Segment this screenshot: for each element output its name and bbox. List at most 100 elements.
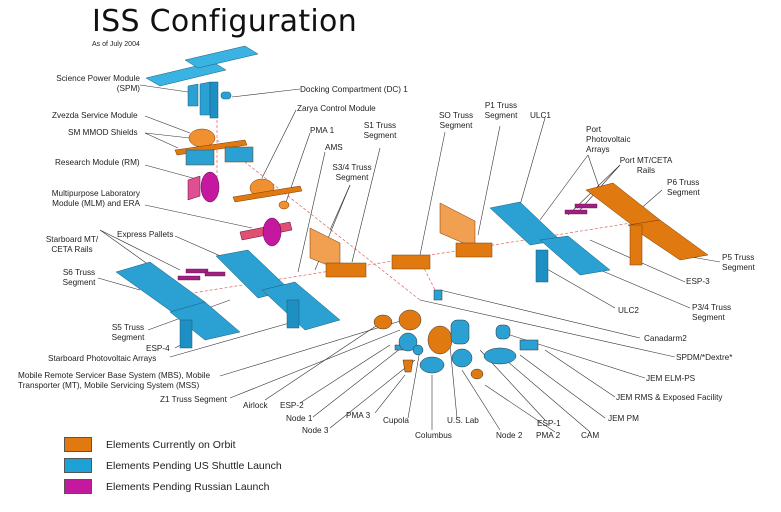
label-spm-line2: (SPM) [116,84,140,93]
cupola-shape [402,359,414,373]
leader-rm [144,164,201,181]
label-p34: P3/4 Truss Segment [692,303,731,323]
so-truss [391,254,431,270]
label-port-mt-ceta: Port MT/CETA Rails [616,156,676,176]
label-ppa-line1: Port [586,125,602,134]
label-pmt-line2: Rails [636,166,656,175]
leader-esp2 [299,344,391,404]
label-s34-line2: Segment [335,173,369,182]
leader-spa [169,319,301,358]
label-zvezda: Zvezda Service Module [52,111,138,120]
label-pma3: PMA 3 [346,411,371,420]
label-pma1: PMA 1 [310,126,335,135]
legend-item-on-orbit: Elements Currently on Orbit [64,434,282,455]
label-p6: P6 Truss Segment [667,178,700,198]
columbus-shape [419,356,445,374]
label-p1-line2: Segment [484,111,518,120]
label-ppa-line3: Arrays [586,145,610,154]
label-esp4: ESP-4 [146,344,170,353]
pma3-shape [412,344,424,356]
legend-swatch-pending-us [64,458,92,473]
label-dc1: Docking Compartment (DC) 1 [300,85,408,94]
leader-pma2 [484,384,556,433]
spm-module [145,45,259,119]
label-so-line1: SO Truss [438,111,474,120]
node3-shape [398,332,418,352]
label-node3: Node 3 [302,426,329,435]
leader-z1 [229,329,401,399]
uslab-shape [427,325,453,355]
label-p1: P1 Truss Segment [483,101,519,121]
leader-ulc2 [539,264,616,309]
label-spm: Science Power Module (SPM) [52,74,140,94]
cam-shape [450,319,470,345]
leader-dc1 [231,88,301,98]
p1-truss [439,202,493,258]
zarya-module [232,178,303,210]
label-port-pv-arrays: Port Photovoltaic Arrays [586,125,631,155]
label-s6: S6 Truss Segment [60,268,98,288]
label-mss-line1: Mobile Remote Servicer Base System (MBS)… [18,371,211,380]
label-smt-line2: CETA Rails [51,245,93,254]
label-s5-line2: Segment [111,333,145,342]
label-s6-line2: Segment [62,278,96,287]
label-canadarm2: Canadarm2 [644,334,687,343]
mt-ceta-rails [177,203,598,281]
label-node2: Node 2 [496,431,523,440]
label-columbus: Columbus [415,431,452,440]
leader-ppa-a [539,154,589,221]
leader-mmod-a [144,132,191,139]
label-starboard-pv-arrays: Starboard Photovoltaic Arrays [48,354,157,363]
node1-shape [398,309,422,331]
label-jem-pm: JEM PM [608,414,639,423]
leader-canadarm2 [439,289,641,339]
label-mlm-line2: Module (MLM) and ERA [52,199,140,208]
label-ams: AMS [325,143,343,152]
leader-pma3 [374,374,406,414]
leader-mmod-b [144,132,179,149]
label-s34-line1: S3/4 Truss [332,163,372,172]
label-mss: Mobile Remote Servicer Base System (MBS)… [18,371,210,391]
label-p6-line2: Segment [667,188,700,197]
label-s34: S3/4 Truss Segment [329,163,375,183]
leader-cupola [407,349,421,419]
label-p34-line2: Segment [692,313,725,322]
legend-label-pending-us: Elements Pending US Shuttle Launch [106,459,282,472]
label-ulc2: ULC2 [618,306,639,315]
label-p5: P5 Truss Segment [722,253,755,273]
leader-cam [499,354,591,433]
label-airlock: Airlock [243,401,268,410]
label-p5-line2: Segment [722,263,755,272]
leader-pma1 [284,132,311,206]
label-ulc1: ULC1 [530,111,551,120]
label-mlm: Multipurpose Laboratory Module (MLM) and… [40,189,140,209]
node2-shape [451,348,473,368]
label-so: SO Truss Segment [437,111,475,131]
label-z1: Z1 Truss Segment [160,395,227,404]
label-zarya: Zarya Control Module [297,104,376,113]
legend-item-pending-russian: Elements Pending Russian Launch [64,476,282,497]
leader-p34 [599,269,691,309]
leader-lines [97,84,721,433]
label-us-lab: U.S. Lab [447,416,479,425]
leader-s6 [97,277,141,291]
label-jem-rms: JEM RMS & Exposed Facility [616,393,723,402]
label-esp3: ESP-3 [686,277,710,286]
label-express-pallets: Express Pallets [117,230,174,239]
p6-arrays [585,182,709,266]
label-pma2: PMA 2 [536,431,561,440]
pma2-shape [470,368,484,380]
airlock-shape [373,314,393,330]
label-esp2: ESP-2 [280,401,304,410]
label-spm-line1: Science Power Module [56,74,140,83]
leader-smt-a [99,229,181,271]
jem-ef-shape [519,339,539,351]
subtitle: As of July 2004 [92,41,140,48]
label-cam: CAM [581,431,600,440]
leader-jem-rms [544,349,616,398]
label-p5-line1: P5 Truss [722,253,755,262]
legend-swatch-pending-russian [64,479,92,494]
leader-spm [139,84,189,93]
leader-zvezda [144,115,191,134]
